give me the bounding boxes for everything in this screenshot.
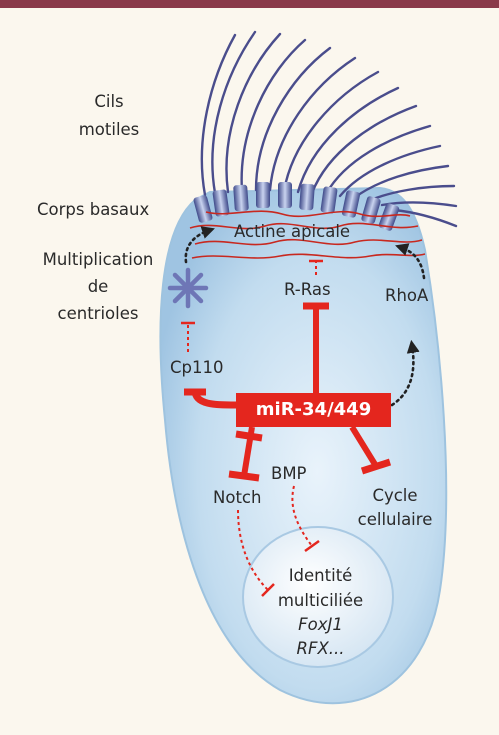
mir-34-449-box: miR-34/449: [236, 393, 391, 427]
label-bmp: BMP: [271, 464, 307, 484]
label-cils: Cils: [74, 92, 144, 112]
label-motiles: motiles: [66, 120, 152, 140]
label-centrioles: centrioles: [28, 304, 168, 324]
label-rfx: RFX...: [263, 639, 378, 659]
label-identite: Identité: [263, 566, 378, 586]
label-multiciliee: multiciliée: [263, 591, 378, 611]
label-notch: Notch: [213, 488, 261, 508]
label-r-ras: R-Ras: [284, 280, 331, 300]
label-cellulaire: cellulaire: [340, 510, 450, 530]
label-de: de: [28, 277, 168, 297]
label-cycle: Cycle: [350, 486, 440, 506]
label-foxj1: FoxJ1: [263, 615, 378, 635]
centriole-star: [170, 270, 206, 306]
label-corps-basaux: Corps basaux: [37, 200, 149, 220]
label-actine-apicale: Actine apicale: [234, 222, 350, 242]
label-rhoa: RhoA: [385, 286, 428, 306]
label-cp110: Cp110: [170, 358, 224, 378]
label-multiplication: Multiplication: [28, 250, 168, 270]
